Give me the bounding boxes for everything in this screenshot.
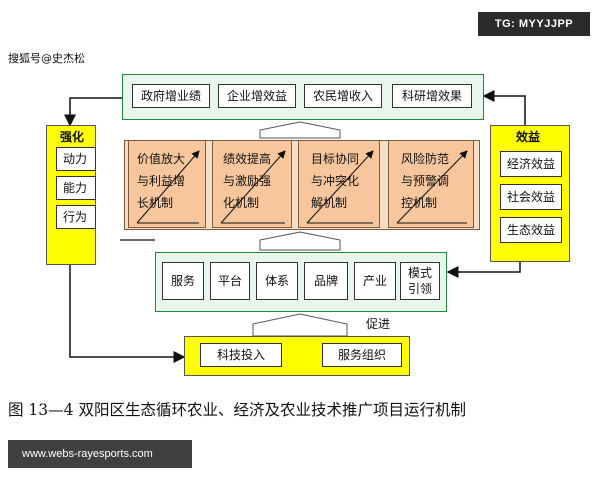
left-item-behavior: 行为 — [56, 205, 96, 229]
left-item-ability: 能力 — [56, 176, 96, 200]
mechanism-1-line3: 长机制 — [137, 196, 174, 210]
mechanism-4: 风险防范 与预警调 控机制 — [388, 140, 474, 228]
mechanism-2-line3: 化机制 — [223, 196, 260, 210]
right-item-economic: 经济效益 — [500, 151, 562, 177]
mechanism-2: 绩效提高 与激励强 化机制 — [212, 140, 292, 228]
figure-caption: 图 13—4 双阳区生态循环农业、经济及农业技术推广项目运行机制 — [8, 401, 466, 419]
bottom-item-tech-input: 科技投入 — [200, 343, 282, 367]
left-item-power: 动力 — [56, 147, 96, 171]
service-item-brand: 品牌 — [304, 262, 348, 300]
service-item-model: 模式引领 — [400, 262, 440, 300]
service-item-system: 体系 — [256, 262, 298, 300]
mechanism-1-line1: 价值放大 — [137, 152, 186, 166]
up-arrow-bottom — [252, 313, 348, 337]
right-item-social: 社会效益 — [500, 184, 562, 210]
left-panel-title: 强化 — [60, 130, 85, 144]
goal-research: 科研增效果 — [392, 84, 472, 108]
mechanism-1: 价值放大 与利益增 长机制 — [128, 140, 206, 228]
up-arrow-top — [259, 121, 341, 139]
service-item-industry: 产业 — [354, 262, 396, 300]
right-panel-title: 效益 — [516, 130, 541, 144]
mechanism-2-line2: 与激励强 — [223, 174, 272, 188]
mechanism-1-line2: 与利益增 — [137, 174, 186, 188]
source-watermark: 搜狐号@史杰松 — [8, 52, 85, 65]
mechanism-3-line3: 解机制 — [311, 196, 348, 210]
watermark-banner-bottom: www.webs-rayesports.com — [8, 440, 192, 468]
right-item-ecological: 生态效益 — [500, 217, 562, 243]
mechanism-4-line2: 与预警调 — [401, 174, 450, 188]
mechanism-3-line2: 与冲突化 — [311, 174, 360, 188]
watermark-banner-top: TG: MYYJJPP — [478, 12, 590, 36]
mechanism-4-line3: 控机制 — [401, 196, 438, 210]
bottom-item-service-org: 服务组织 — [322, 343, 402, 367]
service-item-platform: 平台 — [210, 262, 250, 300]
mechanism-4-line1: 风险防范 — [401, 152, 450, 166]
service-item-service: 服务 — [162, 262, 204, 300]
goal-government: 政府增业绩 — [132, 84, 210, 108]
goal-enterprise: 企业增效益 — [218, 84, 296, 108]
promote-label: 促进 — [366, 317, 391, 331]
goal-farmer: 农民增收入 — [304, 84, 382, 108]
mechanism-3-line1: 目标协同 — [311, 152, 360, 166]
mechanism-2-line1: 绩效提高 — [223, 152, 272, 166]
up-arrow-middle — [259, 231, 341, 251]
mechanism-3: 目标协同 与冲突化 解机制 — [298, 140, 380, 228]
